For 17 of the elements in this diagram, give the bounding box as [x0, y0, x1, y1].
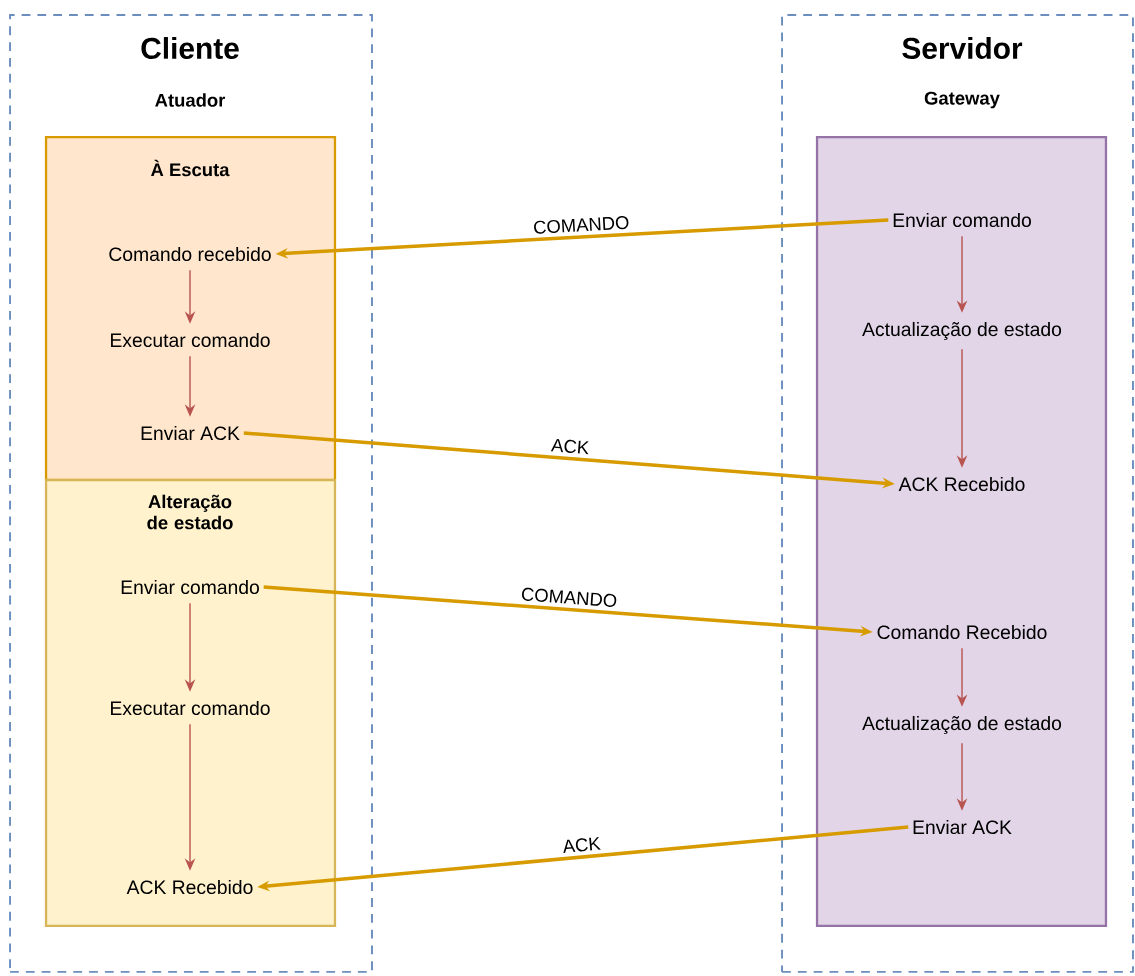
edge-label: COMANDO [518, 585, 620, 610]
step-text: ACK Recebido [126, 879, 253, 895]
step-text: Comando Recebido [877, 624, 1047, 640]
step-text: Enviar ACK [913, 819, 1012, 835]
step-text: Comando recebido [109, 246, 271, 262]
step-text: ACK Recebido [898, 476, 1025, 492]
state-box [815, 135, 1108, 928]
step-text: Enviar comando [121, 579, 259, 595]
step-text: Executar comando [111, 332, 270, 348]
step-text: Executar comando [111, 700, 270, 716]
edge-label: COMANDO [530, 213, 632, 236]
edge-label: ACK [548, 436, 592, 457]
step-text: Enviar ACK [141, 425, 240, 441]
step-text: Actualização de estado [862, 715, 1062, 735]
edge-label: ACK [560, 834, 603, 856]
step-text: Actualização de estado [862, 321, 1062, 341]
step-text: Enviar comando [893, 212, 1031, 228]
